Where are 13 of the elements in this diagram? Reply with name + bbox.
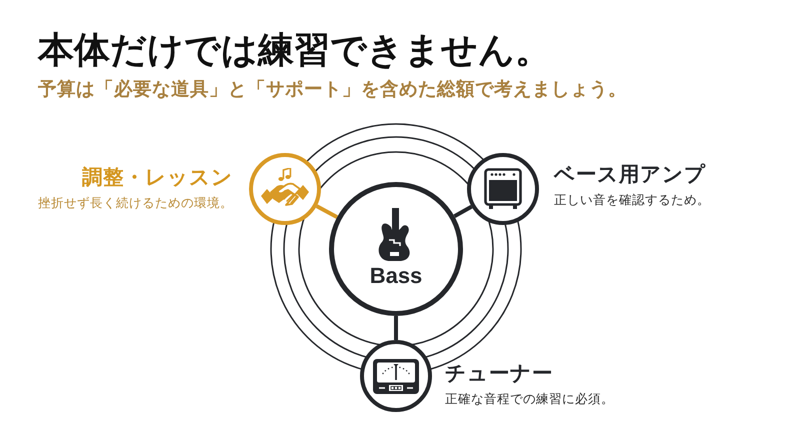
feature-description: 正確な音程での練習に必須。 [445,391,614,406]
connector-line [394,316,398,340]
feature-description: 挫折せず長く続けるための環境。 [38,195,233,210]
feature-heading: 調整・レッスン [82,166,233,190]
subtitle: 予算は「必要な道具」と「サポート」を含めた総額で考えましょう。 [38,79,627,102]
connector-line [453,204,473,218]
node-label: Bass [370,264,422,288]
slide-title: 本体だけでは練習できません。 [38,30,551,72]
feature-heading: ベース用アンプ [554,163,706,187]
feature-heading: チューナー [445,362,553,386]
feature-circle [360,340,432,412]
feature-description: 正しい音を確認するため。 [554,192,710,208]
connector-line [316,204,338,219]
